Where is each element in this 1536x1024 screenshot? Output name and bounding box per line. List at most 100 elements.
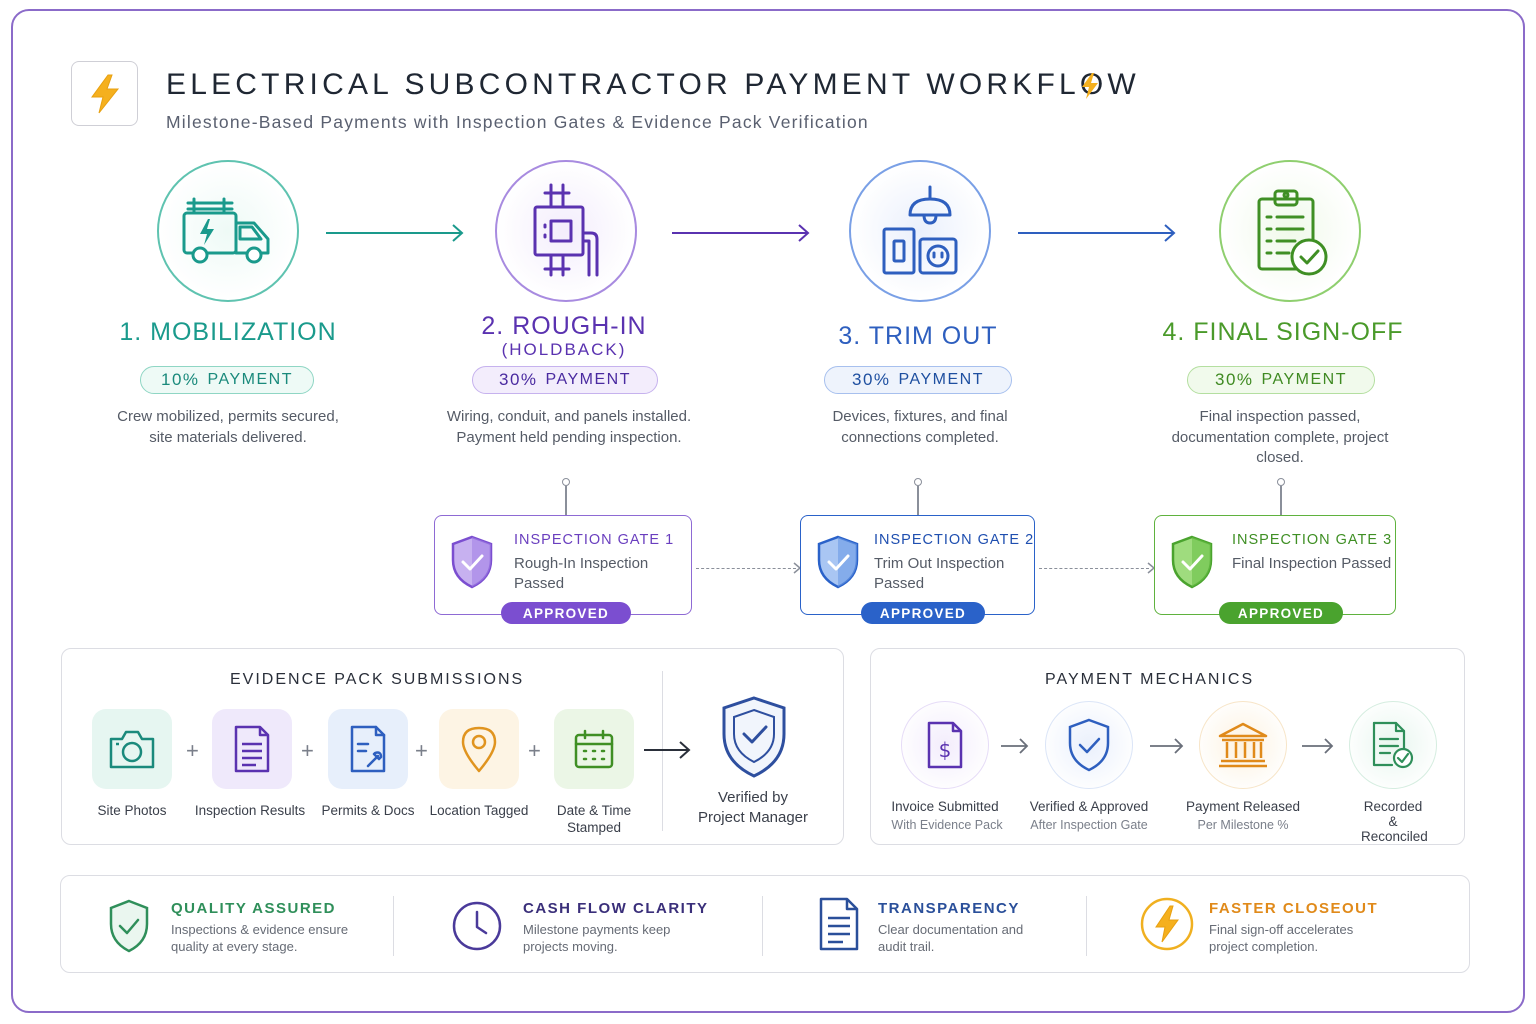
stage-1-percent: 10% xyxy=(161,370,200,389)
benefit-divider xyxy=(762,896,763,956)
shield-check-icon xyxy=(109,899,149,953)
arrow-right-icon xyxy=(644,741,691,759)
benefit-transparency-title: TRANSPARENCY xyxy=(878,900,1020,917)
title-bolt-icon xyxy=(1082,73,1098,99)
stage-1-description: Crew mobilized, permits secured, site ma… xyxy=(117,408,339,446)
clock-icon xyxy=(452,901,502,951)
logo-box xyxy=(71,61,138,126)
stage-2-payment-label: PAYMENT xyxy=(545,371,631,388)
stage-1-payment-label: PAYMENT xyxy=(207,371,293,388)
camera-icon xyxy=(109,730,155,769)
benefits-bar: QUALITY ASSURED Inspections & evidence e… xyxy=(60,875,1470,973)
pm-step-invoice-sub: With Evidence Pack xyxy=(891,818,1003,832)
gate-3-title: INSPECTION GATE 3 xyxy=(1232,532,1393,548)
gate-1-text: Rough-In Inspection Passed xyxy=(514,555,649,592)
stage-4-description: Final inspection passed, documentation c… xyxy=(1171,408,1389,466)
inspection-gate-2: INSPECTION GATE 2 Trim Out Inspection Pa… xyxy=(800,515,1035,624)
arrow-right-icon xyxy=(1001,738,1029,754)
stage-4-payment-label: PAYMENT xyxy=(1261,371,1347,388)
stage-2-description: Wiring, conduit, and panels installed. P… xyxy=(446,408,692,446)
inspection-gate-3: INSPECTION GATE 3 Final Inspection Passe… xyxy=(1154,515,1396,624)
benefit-cashflow-title: CASH FLOW CLARITY xyxy=(523,900,709,917)
gate-1-title: INSPECTION GATE 1 xyxy=(514,532,675,548)
stage-2-sub: (HOLDBACK) xyxy=(501,340,627,359)
evidence-tile-location-tagged xyxy=(439,709,519,789)
stage-2-percent: 30% xyxy=(499,370,538,389)
lightning-bolt-icon xyxy=(90,74,119,113)
benefit-transparency-text: Clear documentation and audit trail. xyxy=(878,922,1024,954)
stage-3-description: Devices, fixtures, and final connections… xyxy=(832,408,1008,446)
gate-3-text: Final Inspection Passed xyxy=(1232,555,1392,572)
pm-step-released-sub: Per Milestone % xyxy=(1197,818,1289,832)
plus-sign: + xyxy=(301,738,314,763)
pm-step-verified-sub: After Inspection Gate xyxy=(1030,818,1148,832)
evidence-label-location-tagged: Location Tagged xyxy=(429,803,529,818)
gate-2-approved-badge: APPROVED xyxy=(861,602,985,624)
stage-2-name: 2. ROUGH-IN xyxy=(481,312,647,340)
benefit-closeout-title: FASTER CLOSEOUT xyxy=(1209,900,1379,917)
gate-3-connector xyxy=(1280,486,1282,516)
page-subtitle: Milestone-Based Payments with Inspection… xyxy=(166,112,869,132)
gate-link-2-3 xyxy=(1039,568,1149,569)
arrow-stage-1-2 xyxy=(326,224,464,242)
evidence-tile-date-time xyxy=(554,709,634,789)
pm-step-verified-label: Verified & Approved xyxy=(1029,799,1149,814)
arrow-right-icon xyxy=(1302,738,1334,754)
evidence-label-site-photos: Site Photos xyxy=(97,803,167,818)
page-title: ELECTRICAL SUBCONTRACTOR PAYMENT WORKFLO… xyxy=(166,68,1140,101)
shield-check-icon xyxy=(1171,535,1213,589)
gate-3-approved-badge: APPROVED xyxy=(1219,602,1343,624)
calendar-icon xyxy=(574,729,614,769)
pm-step-released xyxy=(1199,701,1287,789)
pm-step-invoice: $ xyxy=(901,701,989,789)
stage-2-circle xyxy=(495,160,637,302)
electric-van-icon xyxy=(182,197,270,264)
gate-3-connector-dot xyxy=(1277,478,1285,486)
pm-step-invoice-label: Invoice Submitted xyxy=(891,799,999,814)
stage-3-circle xyxy=(849,160,991,302)
evidence-tile-inspection-results xyxy=(212,709,292,789)
arrow-right-icon xyxy=(1150,738,1184,754)
gate-link-1-2 xyxy=(696,568,796,569)
permit-document-icon xyxy=(350,725,386,773)
stage-1-payment-pill: 10% PAYMENT xyxy=(140,366,314,394)
pm-step-verified xyxy=(1045,701,1133,789)
invoice-dollar-icon: $ xyxy=(927,721,963,769)
shield-check-icon xyxy=(451,535,493,589)
evidence-panel-title: EVIDENCE PACK SUBMISSIONS xyxy=(230,671,525,688)
stage-4-payment-pill: 30% PAYMENT xyxy=(1187,366,1375,394)
evidence-pack-panel: EVIDENCE PACK SUBMISSIONS Site Photos + … xyxy=(61,648,844,845)
gate-1-connector-dot xyxy=(562,478,570,486)
stage-3-payment-pill: 30%PAYMENT xyxy=(824,366,1012,394)
evidence-label-permits-docs: Permits & Docs xyxy=(321,803,415,818)
bank-icon xyxy=(1218,722,1268,768)
stage-1-name: 1. MOBILIZATION xyxy=(119,318,337,346)
stage-2-payment-pill: 30% PAYMENT xyxy=(472,366,658,394)
document-check-icon xyxy=(1372,721,1414,769)
lightning-bolt-icon xyxy=(1140,897,1194,951)
svg-text:$: $ xyxy=(939,738,952,762)
gate-1-approved-badge: APPROVED xyxy=(501,602,631,624)
verified-by-label: Verified by Project Manager xyxy=(697,789,809,826)
payment-mechanics-panel: PAYMENT MECHANICS $ Invoice Submitted Wi… xyxy=(870,648,1465,845)
pm-step-released-label: Payment Released xyxy=(1185,799,1301,814)
gate-2-connector xyxy=(917,486,919,516)
clipboard-check-icon xyxy=(1257,189,1328,276)
document-list-icon xyxy=(234,725,270,773)
stage-1-circle xyxy=(157,160,299,302)
stage-4-circle xyxy=(1219,160,1361,302)
gate-2-connector-dot xyxy=(914,478,922,486)
payment-mechanics-title: PAYMENT MECHANICS xyxy=(1045,671,1255,688)
benefit-cashflow-text: Milestone payments keep projects moving. xyxy=(523,922,671,954)
pm-step-recorded-label: Recorded & Reconciled xyxy=(1361,799,1428,844)
stage-4-percent: 30% xyxy=(1215,370,1254,389)
plus-sign: + xyxy=(528,738,541,763)
electrical-panel-icon xyxy=(533,183,599,277)
plus-sign: + xyxy=(415,738,428,763)
shield-check-icon xyxy=(722,696,786,778)
arrow-stage-3-4 xyxy=(1018,224,1176,242)
evidence-label-inspection-results: Inspection Results xyxy=(194,803,306,818)
benefit-closeout-text: Final sign-off accelerates project compl… xyxy=(1209,922,1354,954)
gate-2-text: Trim Out Inspection Passed xyxy=(874,555,1005,592)
stage-3-payment-label: PAYMENT xyxy=(898,371,984,388)
